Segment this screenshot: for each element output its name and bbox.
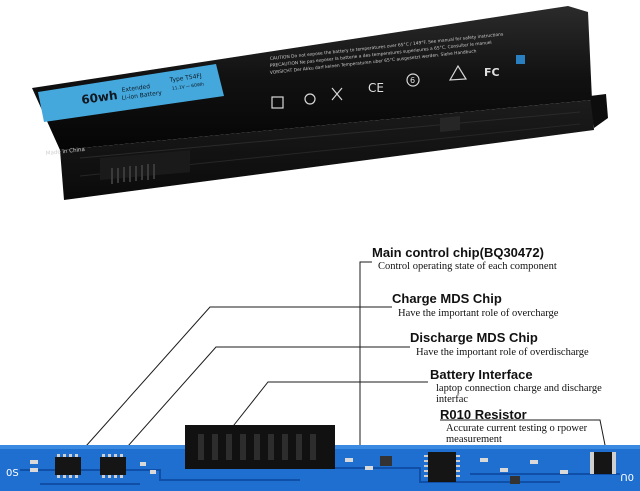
certification-marks (271, 55, 525, 109)
callout-main-chip-desc: Control operating state of each componen… (378, 261, 557, 272)
laptop-battery-image: 60wh Extended Li-ion Battery Type T54FJ … (32, 6, 608, 200)
callout-discharge-mds-desc: Have the important role of overdischarge (416, 347, 589, 358)
pcb-main-control-chip (424, 452, 460, 482)
pcb-discharge-mds-chip (100, 454, 126, 478)
pcb-battery-interface (185, 425, 335, 469)
recycle-mark-icon (271, 96, 284, 109)
callout-resistor-desc: Accurate current testing o rpower measur… (446, 423, 588, 445)
pcb-right-mark: 0U (620, 471, 634, 482)
callout-resistor-title: R010 Resistor (440, 407, 527, 422)
callout-discharge-mds-title: Discharge MDS Chip (410, 330, 538, 345)
cert-circle-icon (406, 73, 420, 87)
callout-battery-interface-desc: laptop connection charge and discharge i… (436, 383, 602, 405)
cert-number: 6 (410, 76, 415, 85)
no-trash-icon (331, 87, 343, 101)
ce-mark: CE (368, 81, 384, 95)
protection-circuit-board: 0S 0U (0, 425, 640, 491)
battery-body (32, 6, 592, 150)
callout-charge-mds-desc: Have the important role of overcharge (398, 308, 559, 319)
callout-charge-mds-title: Charge MDS Chip (392, 291, 502, 306)
pcb-r010-resistor (590, 452, 616, 474)
pcb-charge-mds-chip (55, 454, 81, 478)
warning-triangle-icon (448, 64, 468, 81)
blue-square-mark-icon (516, 55, 525, 64)
origin-text: Made in China (46, 147, 86, 157)
fc-mark: FC (484, 66, 500, 79)
pcb-left-mark: 0S (6, 468, 19, 479)
blue-label-strip (38, 64, 224, 122)
callout-main-chip-title: Main control chip(BQ30472) (372, 245, 544, 260)
voltage-text: 11.1V ⎓ 60Wh (171, 81, 204, 91)
label-line1: Extended (121, 83, 150, 94)
battery-connector (100, 150, 190, 184)
capacity-text: 60wh (80, 88, 118, 107)
type-code: Type T54FJ (168, 73, 202, 85)
callout-battery-interface-title: Battery Interface (430, 367, 533, 382)
ground-mark-icon (304, 93, 316, 105)
